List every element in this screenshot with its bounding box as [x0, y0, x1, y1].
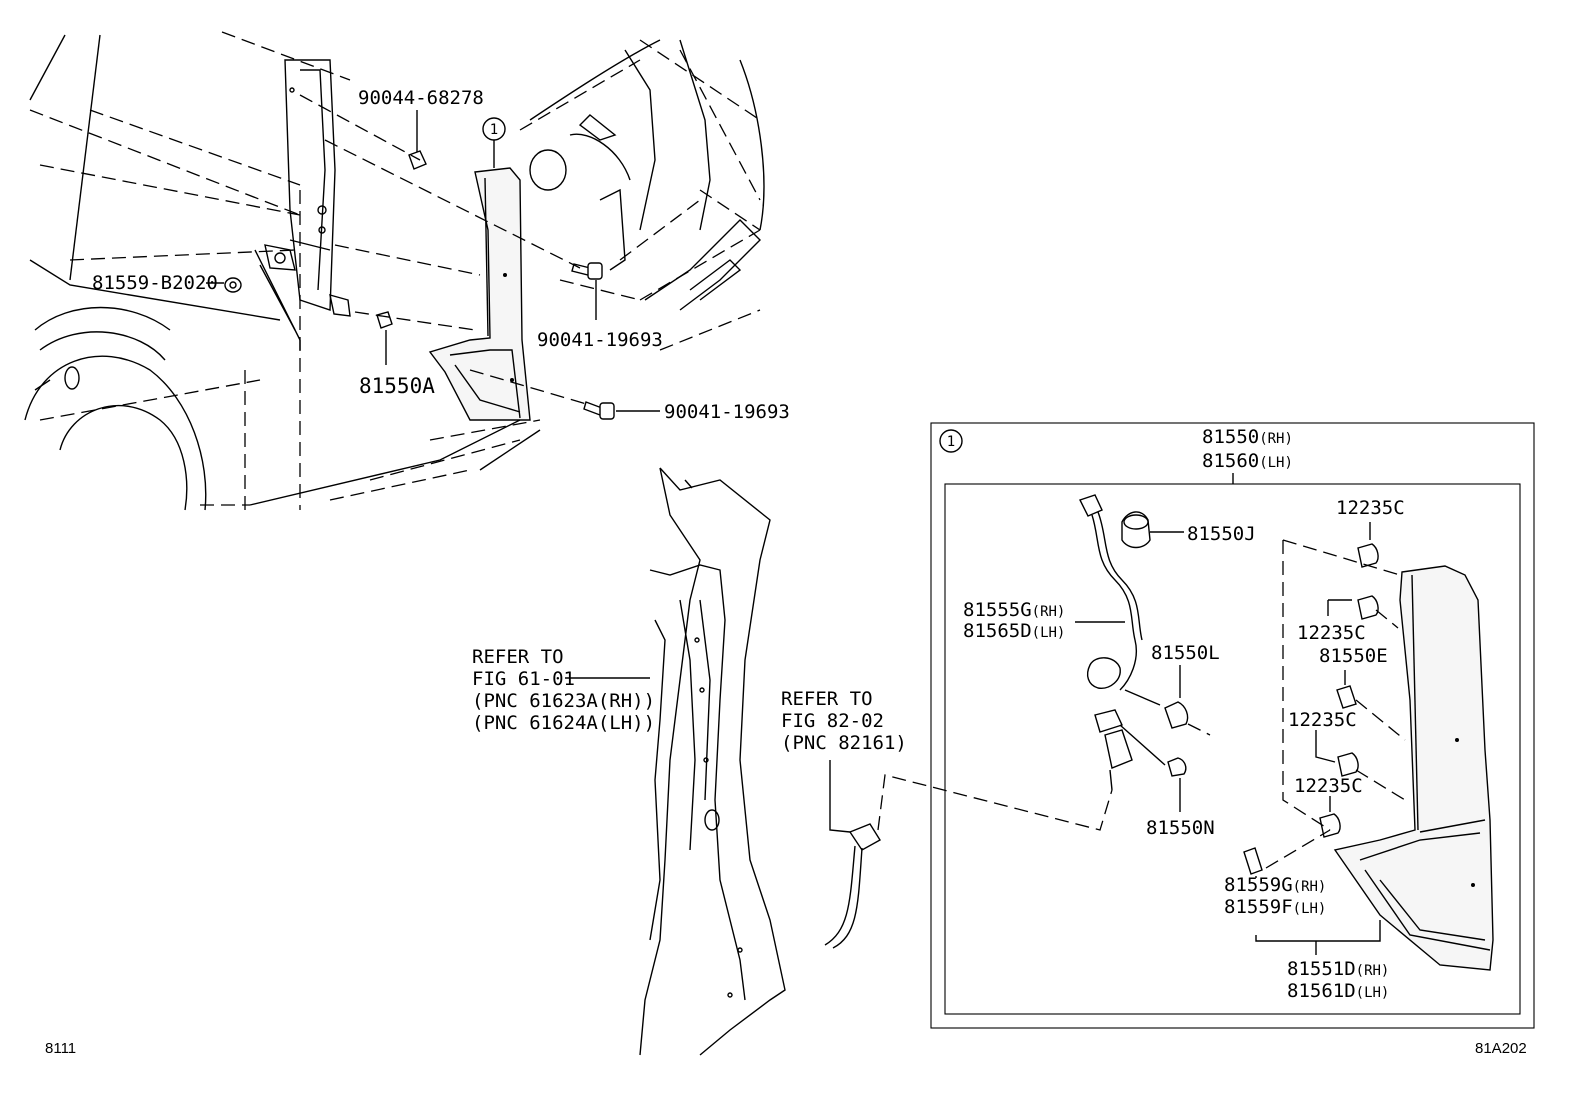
label-81550-81560: 81550(RH) 81560(LH): [1202, 426, 1293, 472]
label-12235c-3: 12235C: [1288, 709, 1357, 731]
label-81559-b2020: 81559-B2020: [92, 272, 218, 294]
tail-lamp-assembly-top: [428, 167, 531, 421]
cushion-12235c-3: [1315, 730, 1359, 777]
svg-text:81561D(LH): 81561D(LH): [1287, 980, 1389, 1002]
svg-text:81559F(LH): 81559F(LH): [1224, 896, 1326, 918]
bulb-81550n: [1167, 757, 1187, 812]
screw-90041-19693-lower: [583, 401, 660, 420]
label-81550a: 81550A: [359, 374, 435, 398]
label-12235c-4: 12235C: [1294, 775, 1363, 797]
svg-text:81560(LH): 81560(LH): [1202, 450, 1293, 472]
quarter-pillar-reinforcement: [639, 467, 786, 1056]
screw-90041-19693-upper: [571, 262, 603, 320]
clip-81550a: [376, 311, 393, 365]
svg-text:81555G(RH): 81555G(RH): [963, 599, 1065, 621]
svg-text:81551D(RH): 81551D(RH): [1287, 958, 1389, 980]
svg-text:(PNC 61623A(RH)): (PNC 61623A(RH)): [472, 690, 655, 712]
socket-wire-harness: [1079, 494, 1166, 791]
assembly-marker-detail: 1: [939, 429, 963, 453]
socket-81550j: [1121, 511, 1184, 549]
clip-90044-68278: [408, 110, 427, 170]
svg-text:REFER TO: REFER TO: [781, 688, 873, 710]
label-12235c-1: 12235C: [1336, 497, 1405, 519]
label-81550n: 81550N: [1146, 817, 1215, 839]
label-81550j: 81550J: [1187, 523, 1256, 545]
svg-text:(PNC 61624A(LH)): (PNC 61624A(LH)): [472, 712, 655, 734]
svg-text:81565D(LH): 81565D(LH): [963, 620, 1065, 642]
svg-text:81550(RH): 81550(RH): [1202, 426, 1293, 448]
detail-box-outer: [930, 422, 1535, 1029]
harness-connector: [824, 760, 1113, 949]
label-81555g-81565d: 81555G(RH) 81565D(LH): [963, 599, 1125, 642]
svg-text:REFER TO: REFER TO: [472, 646, 564, 668]
tail-lamp-unit-detail: [1333, 565, 1494, 971]
page-id-right: 81A202: [1475, 1040, 1527, 1057]
svg-text:(PNC 82161): (PNC 82161): [781, 732, 907, 754]
svg-text:81559G(RH): 81559G(RH): [1224, 874, 1326, 896]
bulb-81550l: [1164, 665, 1189, 729]
svg-text:FIG 61-01: FIG 61-01: [472, 668, 575, 690]
label-81559g-81559f: 81559G(RH) 81559F(LH): [1224, 874, 1326, 918]
svg-text:1: 1: [490, 122, 498, 138]
label-81550e: 81550E: [1319, 645, 1388, 667]
cushion-12235c-4: [1319, 796, 1341, 838]
svg-text:1: 1: [947, 434, 955, 450]
label-12235c-2: 12235C: [1297, 622, 1366, 644]
svg-text:FIG 82-02: FIG 82-02: [781, 710, 884, 732]
nut-81559-b2020: [206, 277, 242, 293]
assembly-lines-detail: [1187, 539, 1406, 869]
assembly-lines-top: [299, 94, 591, 406]
vehicle-rear-quarter: [24, 31, 765, 511]
assembly-marker-main: 1: [482, 117, 506, 168]
bolt-81559g: [1243, 847, 1381, 955]
page-id-left: 8111: [45, 1040, 76, 1057]
cushion-12235c-2: [1327, 595, 1379, 620]
label-90041-19693-upper: 90041-19693: [537, 329, 663, 351]
reference-fig-61-01: REFER TO FIG 61-01 (PNC 61623A(RH)) (PNC…: [472, 646, 655, 734]
cushion-12235c-1: [1357, 522, 1379, 568]
label-81551d-81561d: 81551D(RH) 81561D(LH): [1287, 958, 1389, 1002]
label-90041-19693-lower: 90041-19693: [664, 401, 790, 423]
reference-fig-82-02: REFER TO FIG 82-02 (PNC 82161): [781, 688, 907, 754]
rear-pillar-panel: [264, 59, 351, 317]
label-81550l: 81550L: [1151, 642, 1220, 664]
clip-81550e: [1336, 670, 1357, 709]
label-90044-68278: 90044-68278: [358, 87, 484, 109]
